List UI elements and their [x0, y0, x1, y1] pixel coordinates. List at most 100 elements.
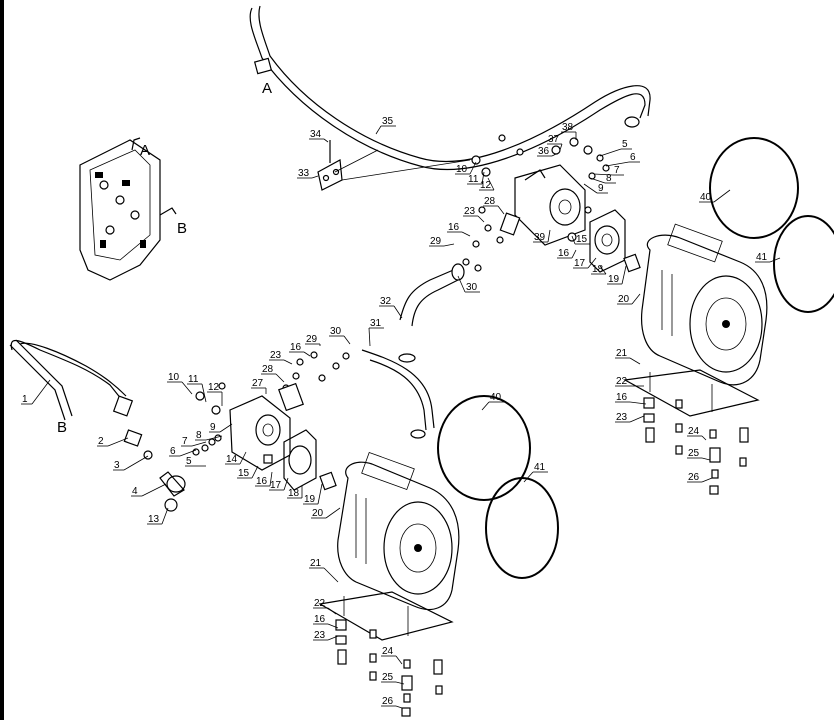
callout-c16e: 16 — [255, 471, 273, 487]
callout-c28a: 28 — [483, 196, 505, 215]
callout-leader — [181, 381, 193, 395]
callout-number: 40 — [490, 392, 502, 403]
upper-motor — [640, 223, 768, 386]
callout-number: 17 — [574, 258, 586, 269]
callout-number: 18 — [592, 264, 604, 275]
callout-leader — [393, 305, 403, 319]
upper-hardware — [643, 397, 749, 495]
callout-c31: 31 — [368, 318, 384, 347]
callout-leader — [571, 249, 577, 259]
callout-leader — [599, 265, 607, 275]
callout-c5b: 5 — [185, 456, 206, 467]
callout-c30a: 30 — [457, 275, 480, 293]
callout-leader — [395, 681, 405, 685]
callout-leader — [443, 243, 455, 247]
callout-number: 30 — [466, 282, 478, 293]
callout-c14: 14 — [225, 451, 247, 465]
callout-leader — [191, 441, 207, 447]
callout-c4: 4 — [131, 483, 167, 497]
callout-c10a: 10 — [455, 161, 477, 175]
callout-number: 1 — [22, 394, 28, 405]
callout-c8b: 8 — [195, 430, 223, 441]
callout-number: 22 — [314, 598, 326, 609]
callout-leader — [179, 449, 197, 457]
port-label-b-small: B — [177, 220, 187, 237]
port-label-b: B — [57, 419, 67, 436]
callout-c27: 27 — [251, 378, 267, 394]
callout-leader — [317, 483, 323, 505]
callout-c24b: 24 — [381, 646, 403, 665]
callout-leader — [701, 477, 713, 483]
callout-c11b: 11 — [187, 374, 207, 403]
callout-number: 10 — [168, 372, 180, 383]
callout-leader — [107, 437, 129, 447]
callout-number: 12 — [480, 180, 492, 191]
callout-number: 40 — [700, 192, 712, 203]
callout-c35: 35 — [375, 116, 396, 135]
callout-c39: 39 — [533, 229, 551, 243]
callout-c24a: 24 — [687, 426, 707, 441]
callout-number: 20 — [312, 508, 324, 519]
hose-a — [249, 5, 651, 170]
callout-number: 6 — [170, 446, 176, 457]
callout-number: 24 — [382, 646, 394, 657]
callout-leader — [327, 607, 337, 615]
callout-c32: 32 — [379, 296, 403, 319]
callout-c22b: 22 — [313, 598, 337, 615]
callout-leader — [605, 161, 630, 167]
callout-c30b: 30 — [329, 326, 351, 345]
callout-number: 25 — [382, 672, 394, 683]
callout-number: 8 — [196, 430, 202, 441]
callout-number: 36 — [538, 146, 550, 157]
callout-number: 23 — [314, 630, 326, 641]
callout-c40b: 40 — [481, 392, 504, 411]
valve-assembly-small-view — [79, 137, 177, 281]
callout-c2: 2 — [97, 436, 129, 447]
callout-number: 6 — [630, 152, 636, 163]
callout-leader — [701, 435, 707, 441]
callout-c18a: 18 — [591, 264, 607, 275]
callout-c3: 3 — [113, 455, 149, 471]
callout-c12b: 12 — [207, 382, 223, 406]
callout-c25b: 25 — [381, 672, 405, 685]
lower-fittings — [192, 351, 350, 456]
callout-number: 38 — [562, 122, 574, 133]
callout-number: 2 — [98, 436, 104, 447]
callout-leader — [559, 143, 563, 151]
callout-c19a: 19 — [607, 265, 627, 285]
callout-number: 11 — [188, 374, 199, 385]
callout-number: 34 — [310, 129, 322, 140]
callout-c34: 34 — [309, 129, 329, 143]
callout-c12a: 12 — [479, 177, 495, 191]
callout-number: 26 — [382, 696, 394, 707]
callout-c10b: 10 — [167, 372, 193, 395]
callout-number: 21 — [310, 558, 322, 569]
callout-leader — [275, 373, 285, 383]
callout-c16f: 16 — [313, 614, 339, 629]
callout-leader — [395, 705, 403, 709]
callout-c25a: 25 — [687, 448, 711, 461]
callout-leader — [469, 161, 477, 175]
callout-number: 41 — [756, 252, 768, 263]
callout-c7b: 7 — [181, 436, 207, 447]
callout-c6b: 6 — [169, 446, 197, 457]
callout-c21b: 21 — [309, 558, 339, 583]
callout-c23b: 23 — [615, 412, 645, 423]
callout-number: 14 — [226, 454, 238, 465]
callout-c22a: 22 — [615, 376, 644, 387]
upper-band-41 — [773, 215, 834, 313]
callout-leader — [551, 153, 557, 157]
callout-leader — [477, 215, 485, 223]
callout-leader — [368, 327, 371, 347]
callout-number: 9 — [210, 422, 216, 433]
callout-leader — [269, 471, 273, 487]
callout-c6a: 6 — [605, 152, 640, 167]
callout-leader — [629, 415, 645, 423]
callout-leader — [523, 471, 534, 483]
callout-leader — [323, 138, 329, 143]
callout-c13: 13 — [147, 507, 169, 525]
lower-hardware — [335, 619, 443, 717]
callout-number: 13 — [148, 514, 160, 525]
callout-leader — [481, 171, 485, 185]
